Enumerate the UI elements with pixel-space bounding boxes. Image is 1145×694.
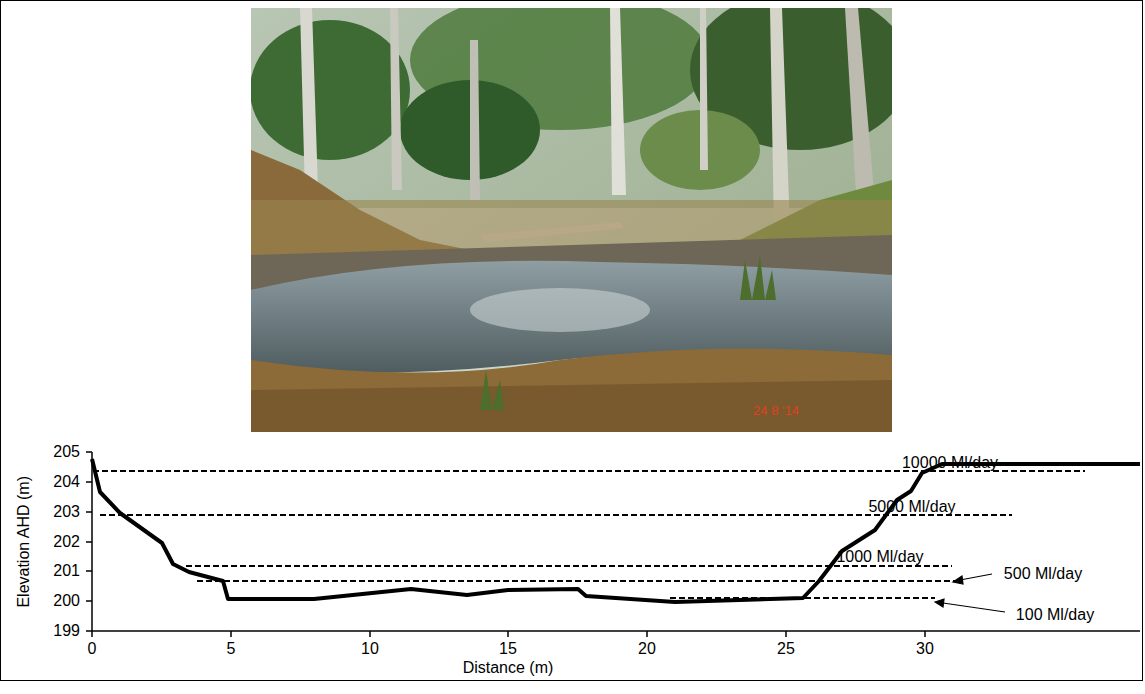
- leader-arrows: [935, 574, 1005, 612]
- channel-profile: [92, 459, 1140, 602]
- flow-label: 10000 Ml/day: [902, 454, 998, 472]
- tick-label: 199: [53, 622, 80, 640]
- tick-label: 203: [53, 503, 80, 521]
- flow-label: 1000 Ml/day: [836, 548, 923, 566]
- axes: [86, 452, 1140, 637]
- tick-label: 30: [916, 640, 934, 658]
- tick-label: 25: [777, 640, 795, 658]
- tick-label: 204: [53, 473, 80, 491]
- flow-label: 500 Ml/day: [1004, 565, 1082, 583]
- tick-label: 201: [53, 562, 80, 580]
- tick-label: 15: [499, 640, 517, 658]
- tick-label: 202: [53, 533, 80, 551]
- flow-label: 100 Ml/day: [1016, 606, 1094, 624]
- tick-label: 20: [638, 640, 656, 658]
- photo-timestamp: 24 8 '14: [753, 404, 799, 418]
- axis-title: Elevation AHD (m): [15, 476, 33, 608]
- creek-photo: [251, 8, 892, 432]
- flow-label: 5000 Ml/day: [868, 498, 955, 516]
- tick-label: 10: [361, 640, 379, 658]
- flow-level-lines: [93, 471, 1085, 598]
- tick-label: 205: [53, 443, 80, 461]
- tick-label: 0: [88, 640, 97, 658]
- tick-label: 5: [227, 640, 236, 658]
- axis-title: Distance (m): [463, 659, 554, 677]
- tick-label: 200: [53, 592, 80, 610]
